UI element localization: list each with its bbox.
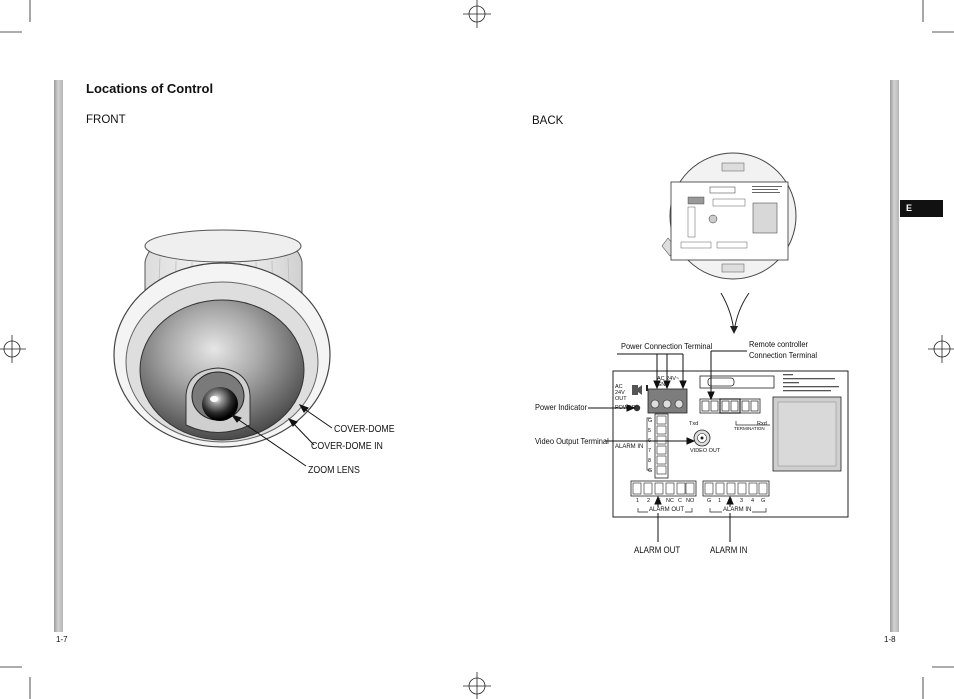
side-pin-label: 6 xyxy=(648,438,652,444)
side-pin-label: 5 xyxy=(648,428,652,434)
page-title: Locations of Control xyxy=(86,81,214,96)
alarm-out-callout-label: ALARM OUT xyxy=(634,545,681,555)
alarm-out-pin-label: S xyxy=(657,498,661,504)
alarm-out-pin-label: NC xyxy=(666,498,674,504)
alarm-in-callout-label: ALARM IN xyxy=(710,545,748,555)
alarm-in-pin-label: 3 xyxy=(740,498,744,504)
video-out-label: VIDEO OUT xyxy=(690,448,721,454)
section-tab-e: E xyxy=(900,200,943,217)
front-label: FRONT xyxy=(86,114,126,126)
alarm-in-pin-label: G xyxy=(761,498,766,504)
alarm-out-pin-label: 2 xyxy=(647,498,651,504)
ac24v-out-label: AC 24V OUT xyxy=(615,384,627,402)
left-page-number: 1-7 xyxy=(56,635,68,644)
side-pin-label: 7 xyxy=(648,448,652,454)
video-output-terminal-label: Video Output Terminal xyxy=(535,436,609,446)
alarm-in-pin-label: 2 xyxy=(729,498,733,504)
alarm-in-pin-label: 4 xyxy=(751,498,755,504)
back-label: BACK xyxy=(532,115,564,127)
alarm-out-pin-label: 1 xyxy=(636,498,640,504)
alarm-out-pin-label: NO xyxy=(686,498,695,504)
ac24v-gnd-label: AC 24V~ GND xyxy=(657,376,680,388)
cover-dome-in-label: COVER-DOME IN xyxy=(311,441,383,452)
termination-label: TERMINATION xyxy=(734,426,765,431)
remote-controller-label-line1: Remote controller xyxy=(749,339,809,349)
alarm-in-side-label: ALARM IN xyxy=(615,444,644,450)
zoom-lens-label: ZOOM LENS xyxy=(308,465,360,476)
alarm-in-pin-label: 1 xyxy=(718,498,722,504)
side-pin-label: G xyxy=(648,418,653,424)
alarm-in-pin-label: G xyxy=(707,498,712,504)
power-led-label: POWER xyxy=(615,405,636,411)
cover-dome-label: COVER-DOME xyxy=(334,424,395,435)
panel-alarm-in-label: ALARM IN xyxy=(722,507,753,513)
txd-label: Txd xyxy=(689,421,699,427)
rxd-label: Rxd xyxy=(757,421,767,427)
remote-controller-label-line2: Connection Terminal xyxy=(749,350,818,360)
side-pin-label: 8 xyxy=(648,458,652,464)
left-margin-bar xyxy=(54,80,63,632)
right-margin-bar xyxy=(890,80,899,632)
panel-alarm-out-label: ALARM OUT xyxy=(648,507,686,513)
side-pin-label: G xyxy=(648,468,653,474)
right-page-number: 1-8 xyxy=(884,635,896,644)
power-indicator-label: Power Indicator xyxy=(535,402,587,412)
power-connection-terminal-label: Power Connection Terminal xyxy=(621,341,713,351)
alarm-out-pin-label: C xyxy=(678,498,682,504)
